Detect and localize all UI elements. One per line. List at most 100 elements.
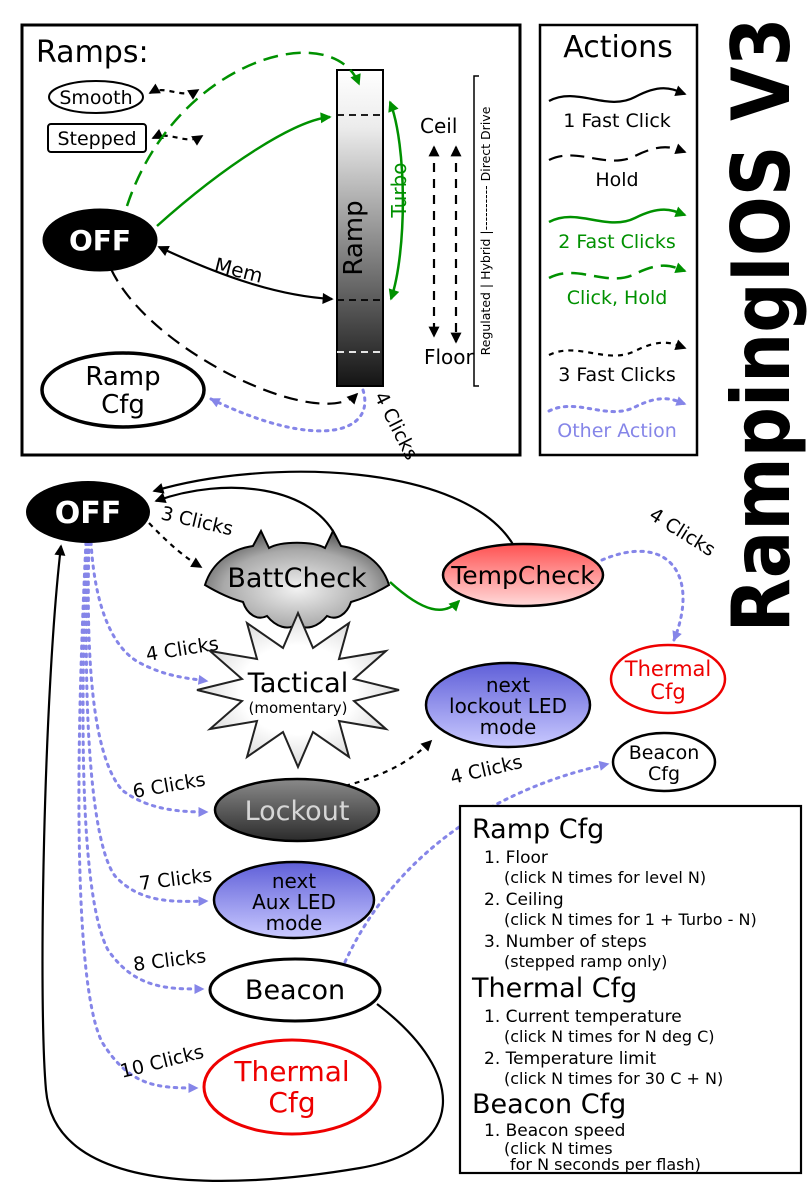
config-ramp-item2-note: (click N times for 1 + Turbo - N) xyxy=(504,910,757,929)
legend-1-fast-click-arrow xyxy=(548,85,687,103)
config-box: Ramp Cfg 1. Floor (click N times for lev… xyxy=(458,804,803,1175)
turbo-label: Turbo xyxy=(387,162,411,218)
config-beacon-item1-note: (click N times xyxy=(504,1139,613,1158)
actions-legend: Actions 1 Fast Click Hold 2 Fast Clicks … xyxy=(538,23,699,457)
config-box-border xyxy=(458,804,803,1175)
state-diagram: 3 Clicks 4 Clicks 6 Clicks 7 Clicks 8 Cl… xyxy=(26,470,727,1182)
tempcheck-label: TempCheck xyxy=(450,561,595,590)
config-thermal-item2-note: (click N times for 30 C + N) xyxy=(504,1069,723,1088)
floor-label: Floor xyxy=(424,345,475,369)
page-title: RampingIOS V3 xyxy=(715,18,808,633)
aux-led-state xyxy=(212,860,376,940)
off-label: OFF xyxy=(55,496,122,531)
legend-2-fast-clicks-arrow xyxy=(548,206,687,224)
config-ramp-item3: 3. Number of steps xyxy=(484,932,647,952)
config-thermal-item2: 2. Temperature limit xyxy=(484,1049,656,1069)
legend-3-fast-clicks-arrow xyxy=(548,339,687,357)
edge-off-to-beacon xyxy=(81,540,205,994)
smooth-label: Smooth xyxy=(59,87,132,109)
edge-off-to-battcheck xyxy=(148,522,203,568)
stepped-state xyxy=(47,123,147,153)
config-beacon-heading: Beacon Cfg xyxy=(472,1089,626,1120)
edge-off-to-lockout xyxy=(86,540,209,817)
label-8-clicks: 8 Clicks xyxy=(132,945,207,976)
edge-toggle-stepped xyxy=(151,129,204,146)
config-thermal-item1: 1. Current temperature xyxy=(484,1007,682,1027)
beacon-cfg-label-1: Beacon xyxy=(629,742,699,764)
ramps-box: Ramps: Smooth Stepped Ramp Turbo Ceil Fl… xyxy=(20,23,522,464)
off-label-ramps: OFF xyxy=(69,224,131,257)
aux-led-label-2: Aux LED xyxy=(252,890,336,914)
thermal-cfg-top-label-1: Thermal xyxy=(624,657,711,681)
label-4-clicks-thermal: 4 Clicks xyxy=(645,504,719,562)
tactical-state xyxy=(196,610,400,770)
ramp-cfg-state xyxy=(40,351,206,429)
legend-hold: Hold xyxy=(595,169,638,191)
edge-battcheck-to-tempcheck xyxy=(389,581,461,612)
config-beacon-item1-note2: for N seconds per flash) xyxy=(510,1155,701,1174)
battcheck-state xyxy=(203,528,391,629)
ramp-cfg-label-1: Ramp xyxy=(85,362,160,392)
beacon-cfg-state xyxy=(611,731,717,793)
lockout-led-state xyxy=(424,661,592,749)
label-6-clicks: 6 Clicks xyxy=(131,769,207,803)
edge-return-loop-to-off xyxy=(41,544,444,1182)
thermal-cfg-bottom-label-1: Thermal xyxy=(233,1055,349,1088)
aux-led-label-3: mode xyxy=(266,911,323,935)
legend-1-fast-click: 1 Fast Click xyxy=(563,110,671,132)
config-ramp-item1-note: (click N times for level N) xyxy=(504,868,706,887)
smooth-state xyxy=(48,80,144,114)
lockout-led-label-2: lockout LED xyxy=(449,694,567,718)
config-beacon-item1: 1. Beacon speed xyxy=(484,1121,625,1141)
ramp-cfg-label-2: Cfg xyxy=(101,390,145,420)
stepped-label: Stepped xyxy=(57,128,136,150)
off-state xyxy=(26,481,150,543)
battcheck-label: BattCheck xyxy=(227,563,367,594)
tactical-label-2: (momentary) xyxy=(249,699,348,717)
lockout-state xyxy=(213,777,381,843)
config-thermal-heading: Thermal Cfg xyxy=(471,973,637,1004)
ceil-label: Ceil xyxy=(420,114,457,138)
tactical-label-1: Tactical xyxy=(247,668,348,699)
label-7-clicks: 7 Clicks xyxy=(138,864,213,895)
thermal-cfg-top-state xyxy=(609,643,727,715)
thermal-cfg-bottom-state xyxy=(202,1038,382,1136)
config-ramp-item3-note: (stepped ramp only) xyxy=(504,952,667,971)
drive-scale-label: Regulated | Hybrid |---------- Direct Dr… xyxy=(478,106,493,355)
thermal-cfg-bottom-label-2: Cfg xyxy=(268,1086,315,1119)
config-ramp-item1: 1. Floor xyxy=(484,848,548,868)
ramps-heading: Ramps: xyxy=(36,35,149,70)
label-4-clicks-tactical: 4 Clicks xyxy=(144,633,220,666)
legend-2-fast-clicks: 2 Fast Clicks xyxy=(558,231,676,253)
label-10-clicks: 10 Clicks xyxy=(118,1041,206,1083)
edge-tempcheck-to-off xyxy=(152,470,515,547)
lockout-led-label-1: next xyxy=(486,673,530,697)
legend-hold-arrow xyxy=(548,143,687,162)
edge-ramp-to-rampcfg xyxy=(209,388,367,433)
config-ramp-heading: Ramp Cfg xyxy=(472,814,604,845)
lockout-led-label-3: mode xyxy=(480,715,537,739)
beacon-label: Beacon xyxy=(245,975,345,1006)
label-4-clicks-beaconcfg: 4 Clicks xyxy=(448,751,524,789)
edge-off-ramp-mem xyxy=(157,245,334,304)
tempcheck-state xyxy=(441,542,605,608)
edge-toggle-smooth xyxy=(148,83,200,100)
config-ramp-item2: 2. Ceiling xyxy=(484,890,564,910)
edge-off-to-tactical xyxy=(89,540,209,685)
ramp-label: Ramp xyxy=(339,200,369,275)
beacon-state xyxy=(208,957,382,1023)
label-3-clicks: 3 Clicks xyxy=(159,502,235,540)
edge-lockout-to-lockoutled xyxy=(344,739,433,788)
legend-click-hold: Click, Hold xyxy=(567,287,668,309)
edge-battcheck-to-off xyxy=(154,486,340,542)
actions-heading: Actions xyxy=(563,30,673,65)
config-thermal-item1-note: (click N times for N deg C) xyxy=(504,1027,715,1046)
edge-beacon-to-beaconcfg xyxy=(343,760,610,964)
lockout-label: Lockout xyxy=(245,796,350,827)
edge-tempcheck-to-thermalcfg xyxy=(600,549,685,642)
beacon-cfg-label-2: Cfg xyxy=(648,763,680,785)
edge-off-to-floor-hold xyxy=(110,268,359,405)
ramp-bar xyxy=(336,69,384,387)
